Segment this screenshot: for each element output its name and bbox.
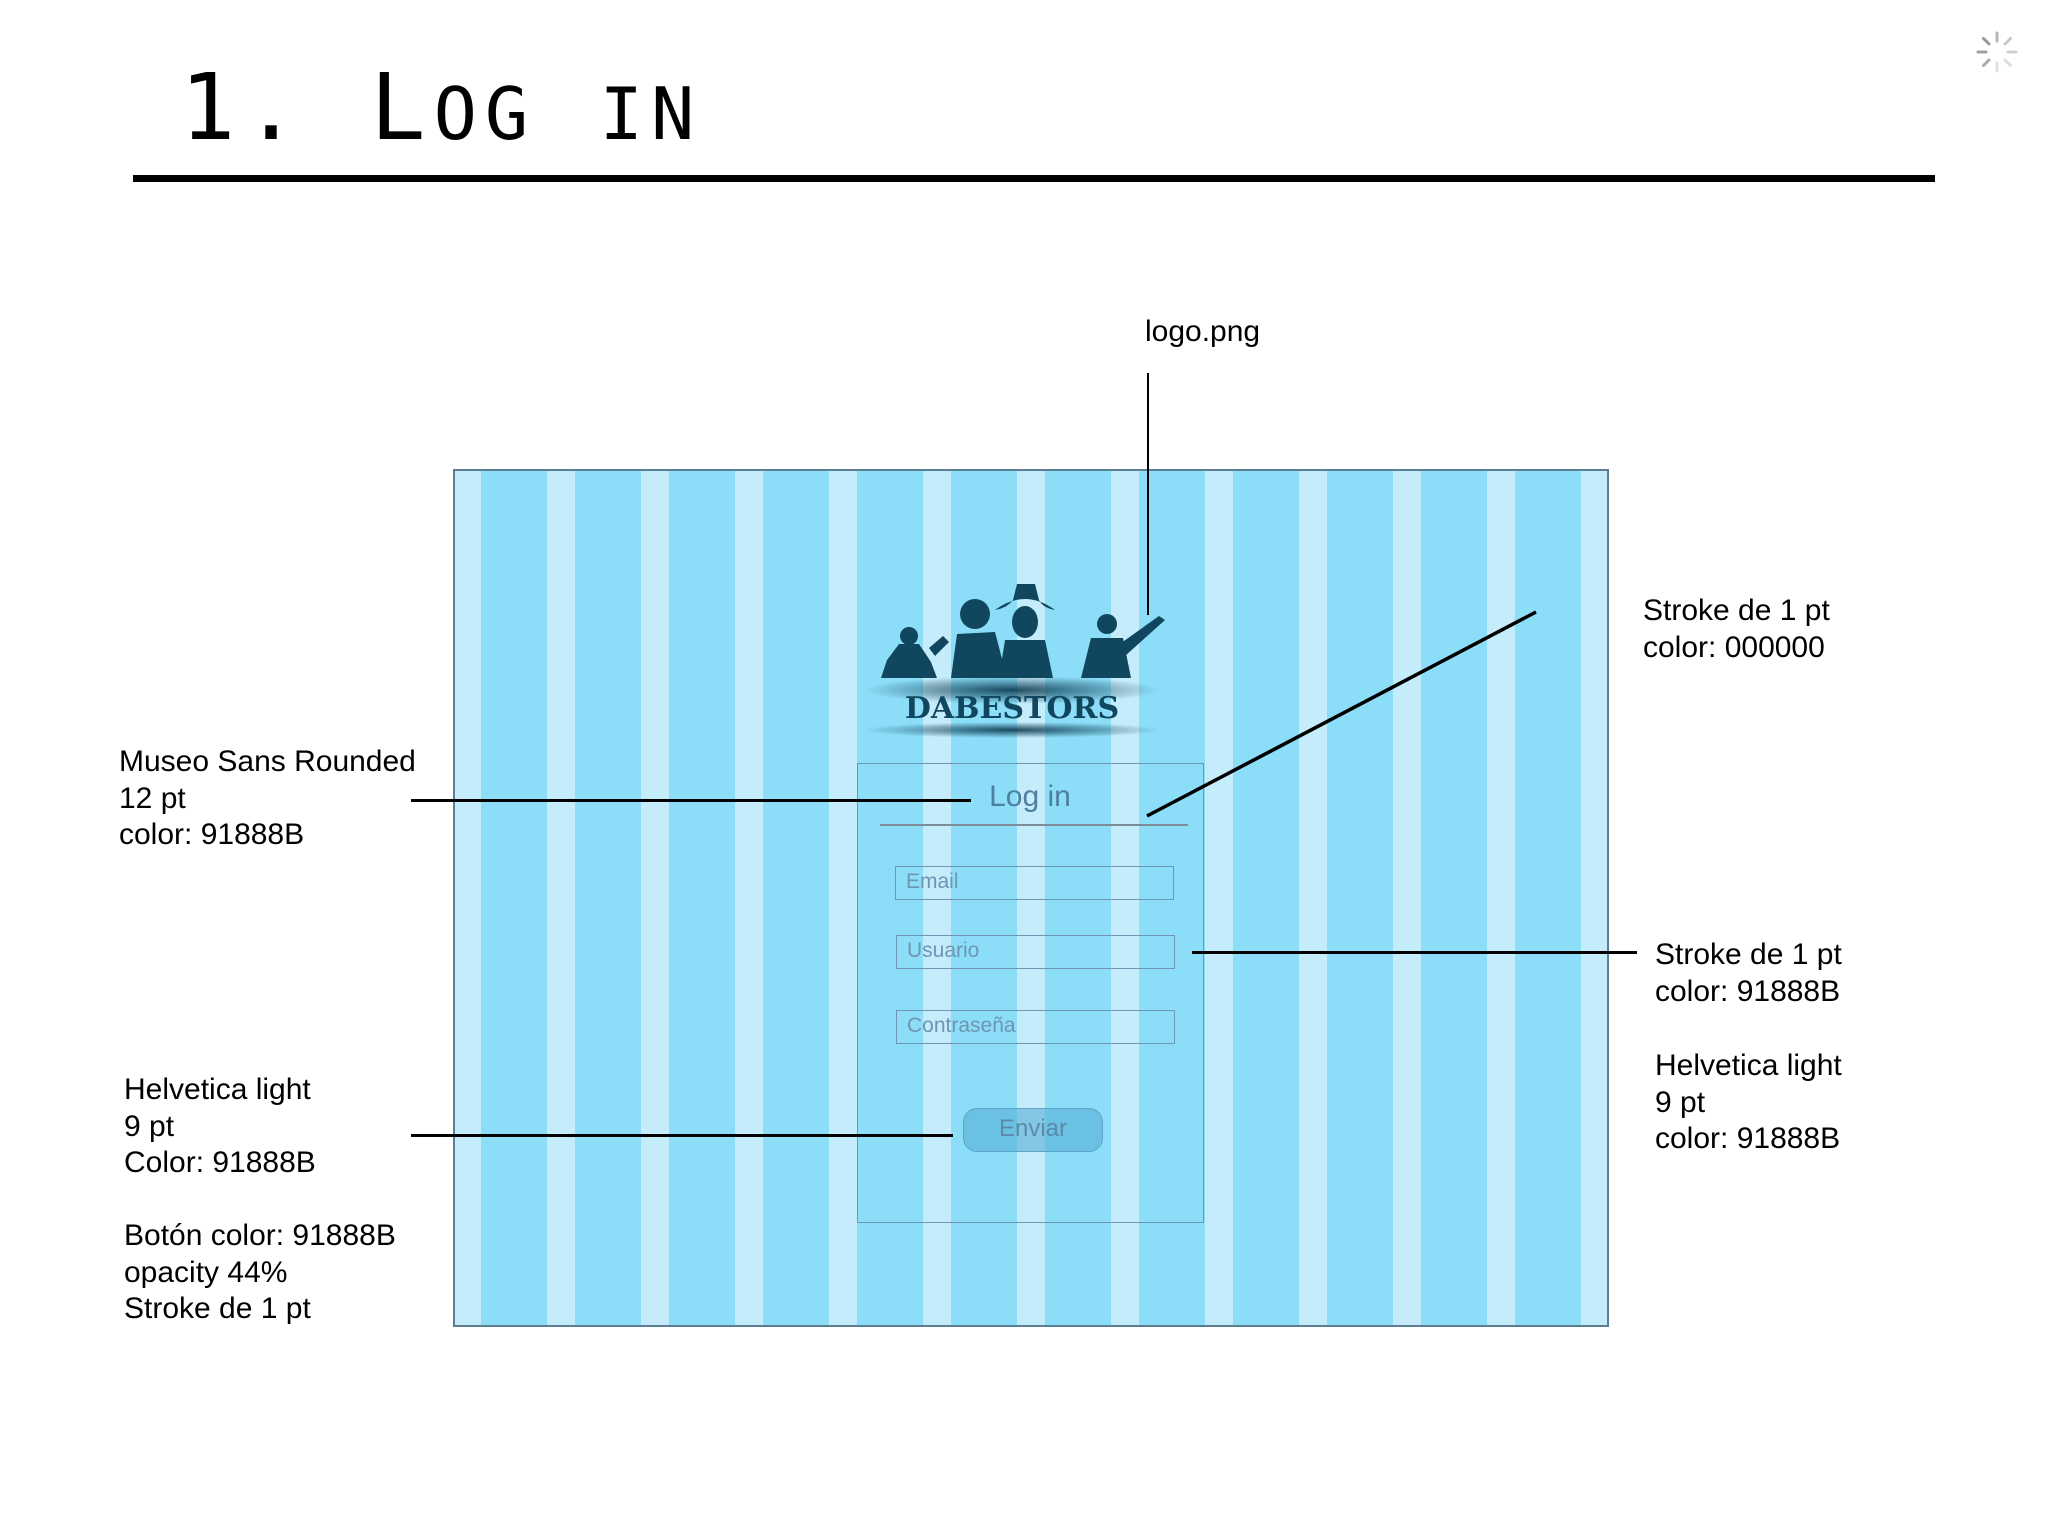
title-number: 1.	[180, 54, 307, 161]
send-button[interactable]: Enviar	[963, 1108, 1103, 1152]
grid-column	[763, 471, 829, 1325]
grid-column	[575, 471, 641, 1325]
email-field[interactable]: Email	[895, 866, 1174, 900]
stroke-fields-leader-line	[1192, 951, 1637, 954]
title-letters-og: OG	[433, 72, 537, 156]
grid-column	[669, 471, 735, 1325]
login-panel	[857, 763, 1204, 1223]
login-title: Log in	[989, 780, 1071, 813]
button-font-note: Helvetica light 9 pt Color: 91888B	[124, 1073, 316, 1179]
password-field[interactable]: Contraseña	[896, 1010, 1175, 1044]
logo-image: DABESTORS	[867, 584, 1165, 738]
logo-file-note: logo.png	[1145, 315, 1261, 348]
login-title-underline	[880, 824, 1188, 826]
password-placeholder: Contraseña	[907, 1014, 1016, 1037]
username-field[interactable]: Usuario	[896, 935, 1175, 969]
stroke-black-leader-line	[1146, 610, 1537, 818]
grid-column	[1515, 471, 1581, 1325]
logo-leader-line	[1147, 373, 1149, 615]
field-font-note: Helvetica light 9 pt color: 91888B	[1655, 1049, 1842, 1155]
stroke-fields-note: Stroke de 1 pt color: 91888B	[1655, 938, 1842, 1008]
title-rule	[133, 175, 1935, 182]
grid-column	[1233, 471, 1299, 1325]
title-font-leader-line	[411, 799, 971, 802]
username-placeholder: Usuario	[907, 939, 980, 962]
grid-column	[481, 471, 547, 1325]
button-leader-line	[411, 1134, 953, 1137]
logo-text: DABESTORS	[905, 691, 1119, 726]
title-letter-n: N	[651, 72, 703, 156]
title-letter-i: I	[599, 72, 652, 156]
page-title: 1. LOG IN	[180, 58, 702, 164]
grid-column	[1421, 471, 1487, 1325]
button-style-note: Botón color: 91888B opacity 44% Stroke d…	[124, 1219, 396, 1325]
title-font-note: Museo Sans Rounded 12 pt color: 91888B	[119, 745, 416, 851]
title-letter-l: L	[370, 54, 434, 161]
grid-column	[857, 471, 923, 1325]
stroke-black-note: Stroke de 1 pt color: 000000	[1643, 594, 1830, 664]
email-placeholder: Email	[906, 870, 959, 893]
loading-spinner-icon	[1976, 31, 2018, 73]
grid-column	[1045, 471, 1111, 1325]
grid-column	[1139, 471, 1205, 1325]
grid-column	[1327, 471, 1393, 1325]
